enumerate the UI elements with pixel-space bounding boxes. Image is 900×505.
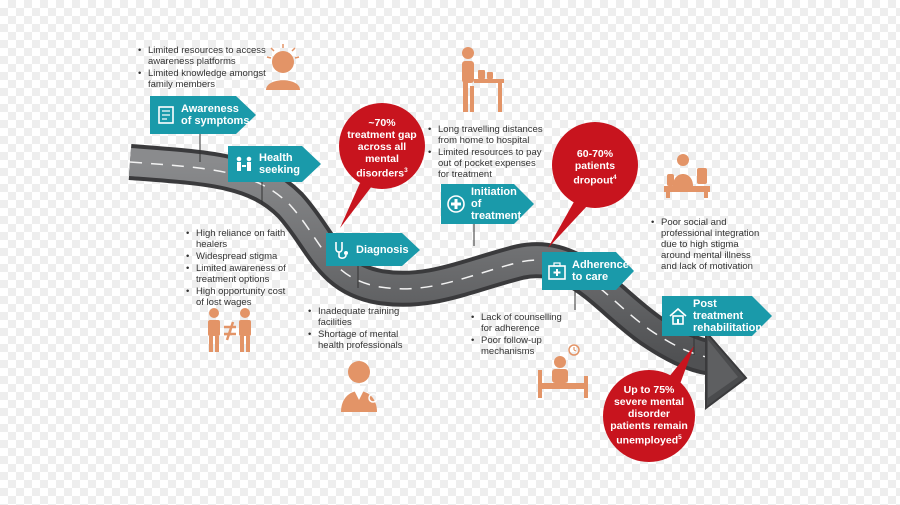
stage-diagnosis: Diagnosis bbox=[331, 235, 415, 265]
barriers-diagnosis: Inadequate training facilities Shortage … bbox=[308, 306, 412, 352]
stage-banner-diagnosis bbox=[326, 233, 420, 266]
not-equal-people-icon bbox=[208, 308, 251, 352]
stage-adherence: Adherence to care bbox=[547, 255, 629, 287]
callout-dropout: 60-70% patients dropout4 bbox=[562, 148, 628, 187]
callout-unemployed: Up to 75% severe mental disorder patient… bbox=[608, 384, 690, 447]
stage-post: Post treatment rehabilitation bbox=[668, 298, 766, 334]
barriers-post: Poor social and professional integration… bbox=[651, 217, 763, 273]
barrier-item: Limited resources to access awareness pl… bbox=[138, 45, 266, 67]
stage-banner-initiation bbox=[441, 184, 534, 224]
stage-banner-adherence bbox=[542, 252, 634, 290]
barrier-item: Inadequate training facilities bbox=[308, 306, 412, 328]
callout-gap: ~70% treatment gap across all mental dis… bbox=[346, 117, 418, 180]
stage-label-adherence: Adherence to care bbox=[572, 259, 629, 283]
stage-label-initiation: Initiation of treatment bbox=[471, 186, 522, 222]
stage-label-awareness: Awareness of symptoms bbox=[181, 103, 250, 127]
barrier-item: Limited resources to pay out of pocket e… bbox=[428, 147, 546, 180]
callout-unemployed-text: Up to 75% severe mental disorder patient… bbox=[610, 384, 688, 447]
stage-label-post: Post treatment rehabilitation bbox=[693, 298, 763, 334]
thinking-person-icon bbox=[266, 44, 300, 90]
stage-banner-awareness bbox=[150, 96, 256, 134]
barrier-item: Lack of counselling for adherence bbox=[471, 312, 571, 334]
callout-gap-bubble bbox=[339, 103, 425, 228]
barrier-item: Long travelling distances from home to h… bbox=[428, 124, 546, 146]
callout-gap-text: ~70% treatment gap across all mental dis… bbox=[347, 117, 417, 180]
callout-dropout-ref: 4 bbox=[613, 174, 617, 181]
stage-awareness: Awareness of symptoms bbox=[156, 99, 252, 131]
barriers-health: High reliance on faith healers Widesprea… bbox=[186, 228, 290, 309]
barrier-item: Widespread stigma bbox=[186, 251, 290, 262]
people-seeking-icon bbox=[236, 156, 252, 171]
callout-unemployed-ref: 5 bbox=[678, 434, 682, 441]
barrier-item: High opportunity cost of lost wages bbox=[186, 286, 290, 308]
barriers-initiation: Long travelling distances from home to h… bbox=[428, 124, 546, 181]
sick-person-at-table-icon bbox=[462, 47, 504, 112]
book-icon bbox=[158, 106, 174, 124]
barrier-item: Shortage of mental health professionals bbox=[308, 329, 412, 351]
home-care-icon bbox=[669, 307, 687, 325]
stage-label-health: Health seeking bbox=[259, 152, 300, 176]
callout-dropout-bubble bbox=[548, 122, 638, 248]
callout-gap-ref: 3 bbox=[404, 167, 408, 174]
person-on-bench-icon bbox=[664, 154, 710, 198]
stage-initiation: Initiation of treatment bbox=[446, 186, 528, 222]
road bbox=[128, 144, 748, 410]
callout-dropout-text: 60-70% patients dropout bbox=[573, 148, 616, 187]
stage-banner-health bbox=[228, 146, 321, 182]
stethoscope-icon bbox=[335, 242, 348, 259]
stage-poles bbox=[199, 134, 695, 355]
barrier-item: Limited knowledge amongst family members bbox=[138, 68, 266, 90]
stage-health: Health seeking bbox=[234, 149, 314, 179]
stage-label-diagnosis: Diagnosis bbox=[356, 244, 409, 256]
barriers-adherence: Lack of counselling for adherence Poor f… bbox=[471, 312, 571, 358]
barrier-item: High reliance on faith healers bbox=[186, 228, 290, 250]
medical-kit-icon bbox=[548, 262, 566, 280]
barriers-awareness: Limited resources to access awareness pl… bbox=[138, 45, 266, 91]
barrier-item: Limited awareness of treatment options bbox=[186, 263, 290, 285]
road-arrow-face bbox=[708, 340, 738, 398]
barrier-item: Poor follow-up mechanisms bbox=[471, 335, 571, 357]
callout-unemployed-bubble bbox=[603, 346, 695, 462]
doctor-icon bbox=[341, 361, 378, 412]
medical-cross-icon bbox=[447, 195, 465, 213]
road-center-line bbox=[129, 161, 713, 359]
barrier-item: Poor social and professional integration… bbox=[651, 217, 763, 272]
stage-banner-post bbox=[662, 296, 772, 336]
